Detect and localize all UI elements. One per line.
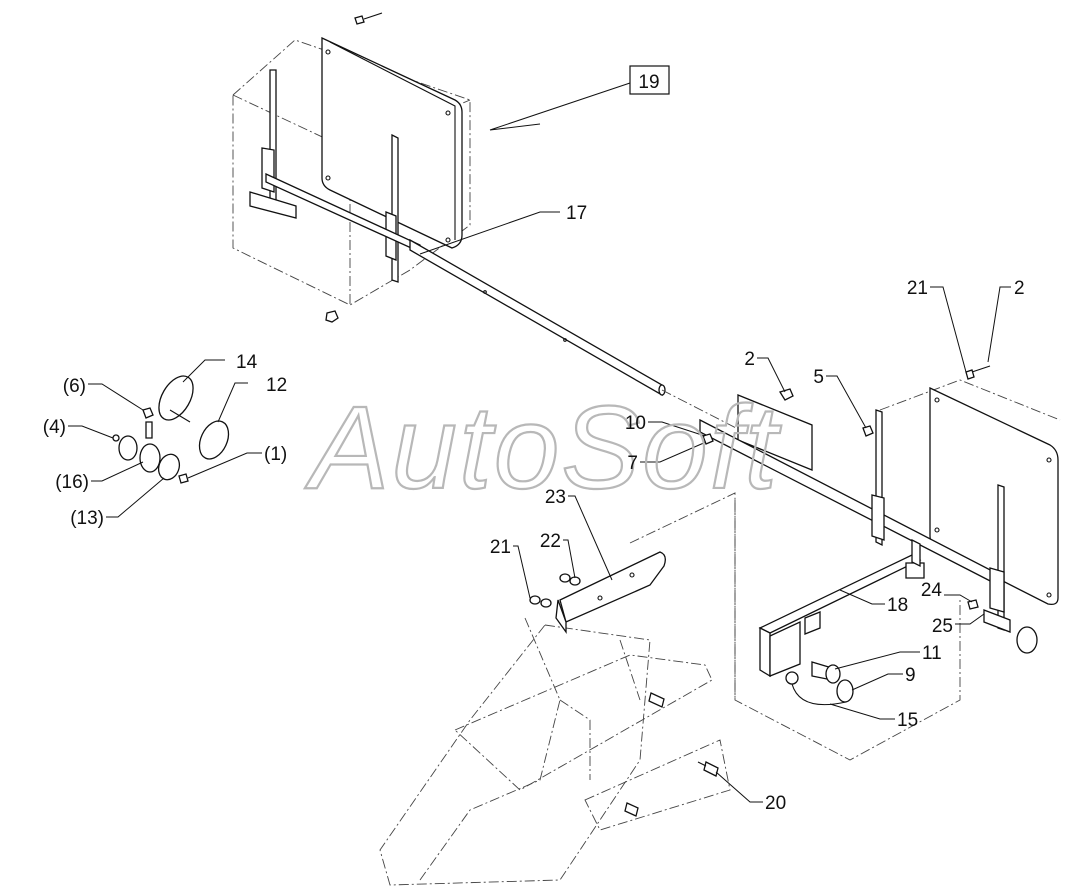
label-14: 14	[236, 352, 258, 373]
label-20: 20	[765, 793, 786, 814]
lower-bracket-assembly	[379, 492, 736, 886]
upper-sign-assembly	[232, 12, 471, 323]
tube-17	[409, 238, 741, 431]
label-10: 10	[625, 413, 646, 434]
label-23: 23	[545, 487, 566, 508]
label-25: 25	[932, 616, 953, 637]
label-15: 15	[897, 710, 918, 731]
callout-box-19	[629, 65, 670, 95]
part-labels: 19 17 14 12 (6) (4) (16) (13) (1) 21 2 2…	[43, 72, 1025, 814]
watermark-text: AutoSoft	[305, 382, 782, 514]
label-21-top: 21	[907, 278, 928, 299]
right-sign-assembly	[699, 365, 1061, 761]
label-6: (6)	[63, 376, 86, 397]
label-17: 17	[566, 203, 587, 224]
label-19: 19	[638, 72, 659, 93]
label-16: (16)	[55, 472, 89, 493]
label-9: 9	[905, 665, 916, 686]
label-13: (13)	[70, 508, 104, 529]
label-2-top: 2	[1014, 278, 1025, 299]
label-2-mid: 2	[744, 349, 755, 370]
label-1: (1)	[264, 444, 287, 465]
label-12: 12	[266, 375, 287, 396]
label-11: 11	[922, 643, 942, 664]
label-5: 5	[813, 367, 824, 388]
label-7: 7	[627, 453, 638, 474]
label-24: 24	[921, 580, 943, 601]
label-18: 18	[887, 595, 908, 616]
label-21-low: 21	[490, 537, 511, 558]
label-4: (4)	[43, 417, 66, 438]
label-22: 22	[540, 531, 561, 552]
leader-lines	[68, 82, 1011, 803]
